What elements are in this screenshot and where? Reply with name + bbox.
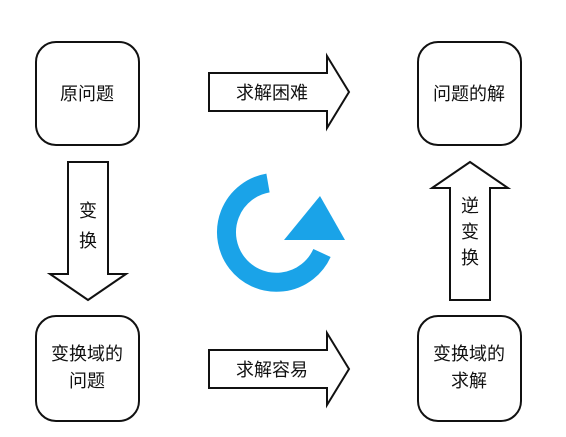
box-transform-domain-solution: 变换域的 求解 [417, 315, 522, 422]
arrow-solve-hard: 求解困难 [208, 52, 351, 132]
arrow-inverse-transform-char1: 逆 [461, 196, 479, 217]
box-transform-domain-solution-line1: 变换域的 [433, 344, 505, 365]
arrow-transform: 变 换 [46, 161, 130, 302]
arrow-solve-easy: 求解容易 [208, 329, 351, 409]
arrow-inverse-transform: 逆 变 换 [428, 160, 512, 301]
box-original-problem-label: 原问题 [60, 84, 114, 105]
arrow-transform-char1: 变 [79, 201, 97, 222]
box-transform-domain-problem-line2: 问题 [69, 371, 105, 392]
arrow-solve-easy-label: 求解容易 [236, 360, 308, 381]
box-transform-domain-solution-line2: 求解 [451, 371, 487, 392]
box-problem-solution-label: 问题的解 [433, 84, 505, 105]
arrow-solve-hard-label: 求解困难 [236, 83, 308, 104]
box-original-problem: 原问题 [35, 41, 140, 146]
box-transform-domain-problem-line1: 变换域的 [51, 344, 123, 365]
box-transform-domain-problem: 变换域的 问题 [35, 315, 140, 422]
arrow-transform-char2: 换 [79, 231, 97, 252]
refresh-cycle-icon [217, 173, 345, 292]
arrow-inverse-transform-char2: 变 [461, 222, 479, 243]
arrow-inverse-transform-char3: 换 [461, 248, 479, 269]
box-problem-solution: 问题的解 [417, 41, 522, 146]
